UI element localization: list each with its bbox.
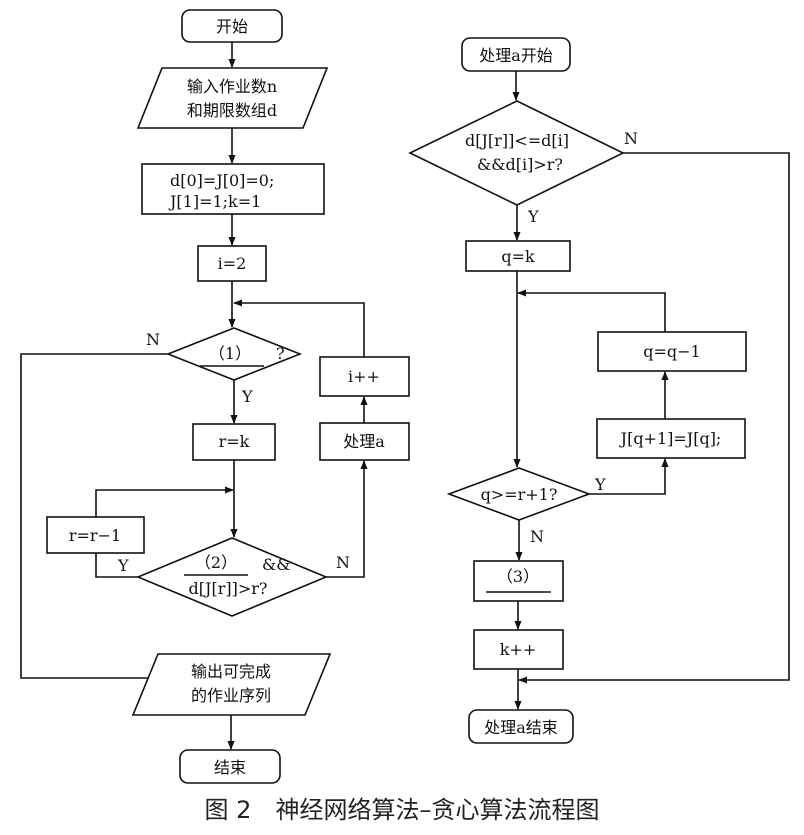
right-decision-q-yes: Y bbox=[594, 475, 606, 494]
connector bbox=[233, 299, 365, 357]
right-flowchart: 处理a开始 d[J[r]]<=d[i] &&d[i]>r? N Y q=k q>… bbox=[408, 37, 790, 744]
left-output-line1: 输出可完成 bbox=[191, 662, 271, 681]
left-output-parallelogram bbox=[131, 653, 332, 716]
left-r-dec-label: r=r−1 bbox=[69, 526, 121, 545]
right-step3-label: （3） bbox=[497, 567, 539, 586]
left-flowchart: 开始 输入作业数n 和期限数组d d[0]=J[0]=0; J[1]=1;k=1… bbox=[20, 9, 410, 784]
connector bbox=[518, 152, 790, 684]
left-process-a-box bbox=[319, 422, 410, 461]
left-decision-1-no: N bbox=[146, 330, 160, 349]
right-decision-a-yes: Y bbox=[527, 207, 539, 226]
left-decision-2-yes: Y bbox=[117, 556, 129, 575]
connector bbox=[95, 553, 138, 578]
right-k-inc-box bbox=[473, 629, 564, 670]
right-end-label: 处理a结束 bbox=[484, 718, 558, 737]
right-decision-a-no: N bbox=[624, 129, 638, 148]
left-input-line1: 输入作业数n bbox=[187, 77, 277, 96]
figure-caption: 图 2 神经网络算法–贪心算法流程图 bbox=[205, 796, 600, 824]
left-init-box bbox=[141, 163, 325, 215]
right-decision-q-label: q>=r+1? bbox=[481, 485, 558, 504]
left-decision-2 bbox=[135, 537, 329, 617]
right-step3-box bbox=[473, 560, 564, 602]
right-shift-label: J[q+1]=J[q]; bbox=[619, 429, 722, 448]
right-start-label: 处理a开始 bbox=[479, 46, 553, 65]
right-shift-box bbox=[596, 418, 746, 459]
left-init-line2: J[1]=1;k=1 bbox=[168, 192, 261, 211]
left-process-a-label: 处理a bbox=[343, 432, 385, 451]
right-end-terminal bbox=[468, 709, 574, 744]
connector bbox=[95, 486, 234, 517]
left-input-line2: 和期限数组d bbox=[187, 101, 277, 120]
left-i-inc-label: i++ bbox=[348, 367, 380, 386]
left-decision-1-question: ? bbox=[276, 344, 285, 363]
left-i-init-box bbox=[197, 245, 267, 282]
left-decision-1-label: （1） bbox=[209, 344, 251, 363]
connector bbox=[326, 460, 368, 578]
left-end-label: 结束 bbox=[214, 758, 246, 777]
connector bbox=[20, 353, 168, 682]
connector bbox=[517, 289, 666, 332]
left-decision-2-line2: d[J[r]]>r? bbox=[189, 579, 268, 598]
left-output-line2: 的作业序列 bbox=[191, 686, 271, 705]
left-end-terminal bbox=[179, 749, 281, 784]
right-k-inc-label: k++ bbox=[500, 640, 537, 659]
left-i-inc-box bbox=[319, 356, 410, 397]
left-r-init-box bbox=[192, 423, 276, 461]
right-decision-a-line2: &&d[i]>r? bbox=[477, 155, 563, 174]
left-decision-1-yes: Y bbox=[241, 387, 253, 406]
left-input-parallelogram bbox=[136, 67, 329, 129]
left-i-init-label: i=2 bbox=[218, 254, 247, 273]
left-r-init-label: r=k bbox=[219, 432, 250, 451]
left-decision-2-and: && bbox=[262, 555, 290, 574]
left-decision-2-no: N bbox=[336, 553, 350, 572]
right-decision-q-no: N bbox=[530, 527, 544, 546]
right-decision-a bbox=[408, 100, 625, 206]
right-decision-a-line1: d[J[r]]<=d[i] bbox=[465, 131, 569, 150]
connector bbox=[589, 458, 669, 495]
left-decision-2-label: （2） bbox=[195, 553, 237, 572]
right-q-init-label: q=k bbox=[501, 247, 535, 266]
right-q-init-box bbox=[465, 240, 571, 272]
left-start-label: 开始 bbox=[216, 17, 248, 36]
right-q-dec-box bbox=[597, 331, 747, 372]
right-q-dec-label: q=q−1 bbox=[643, 342, 700, 361]
left-init-line1: d[0]=J[0]=0; bbox=[170, 171, 274, 190]
